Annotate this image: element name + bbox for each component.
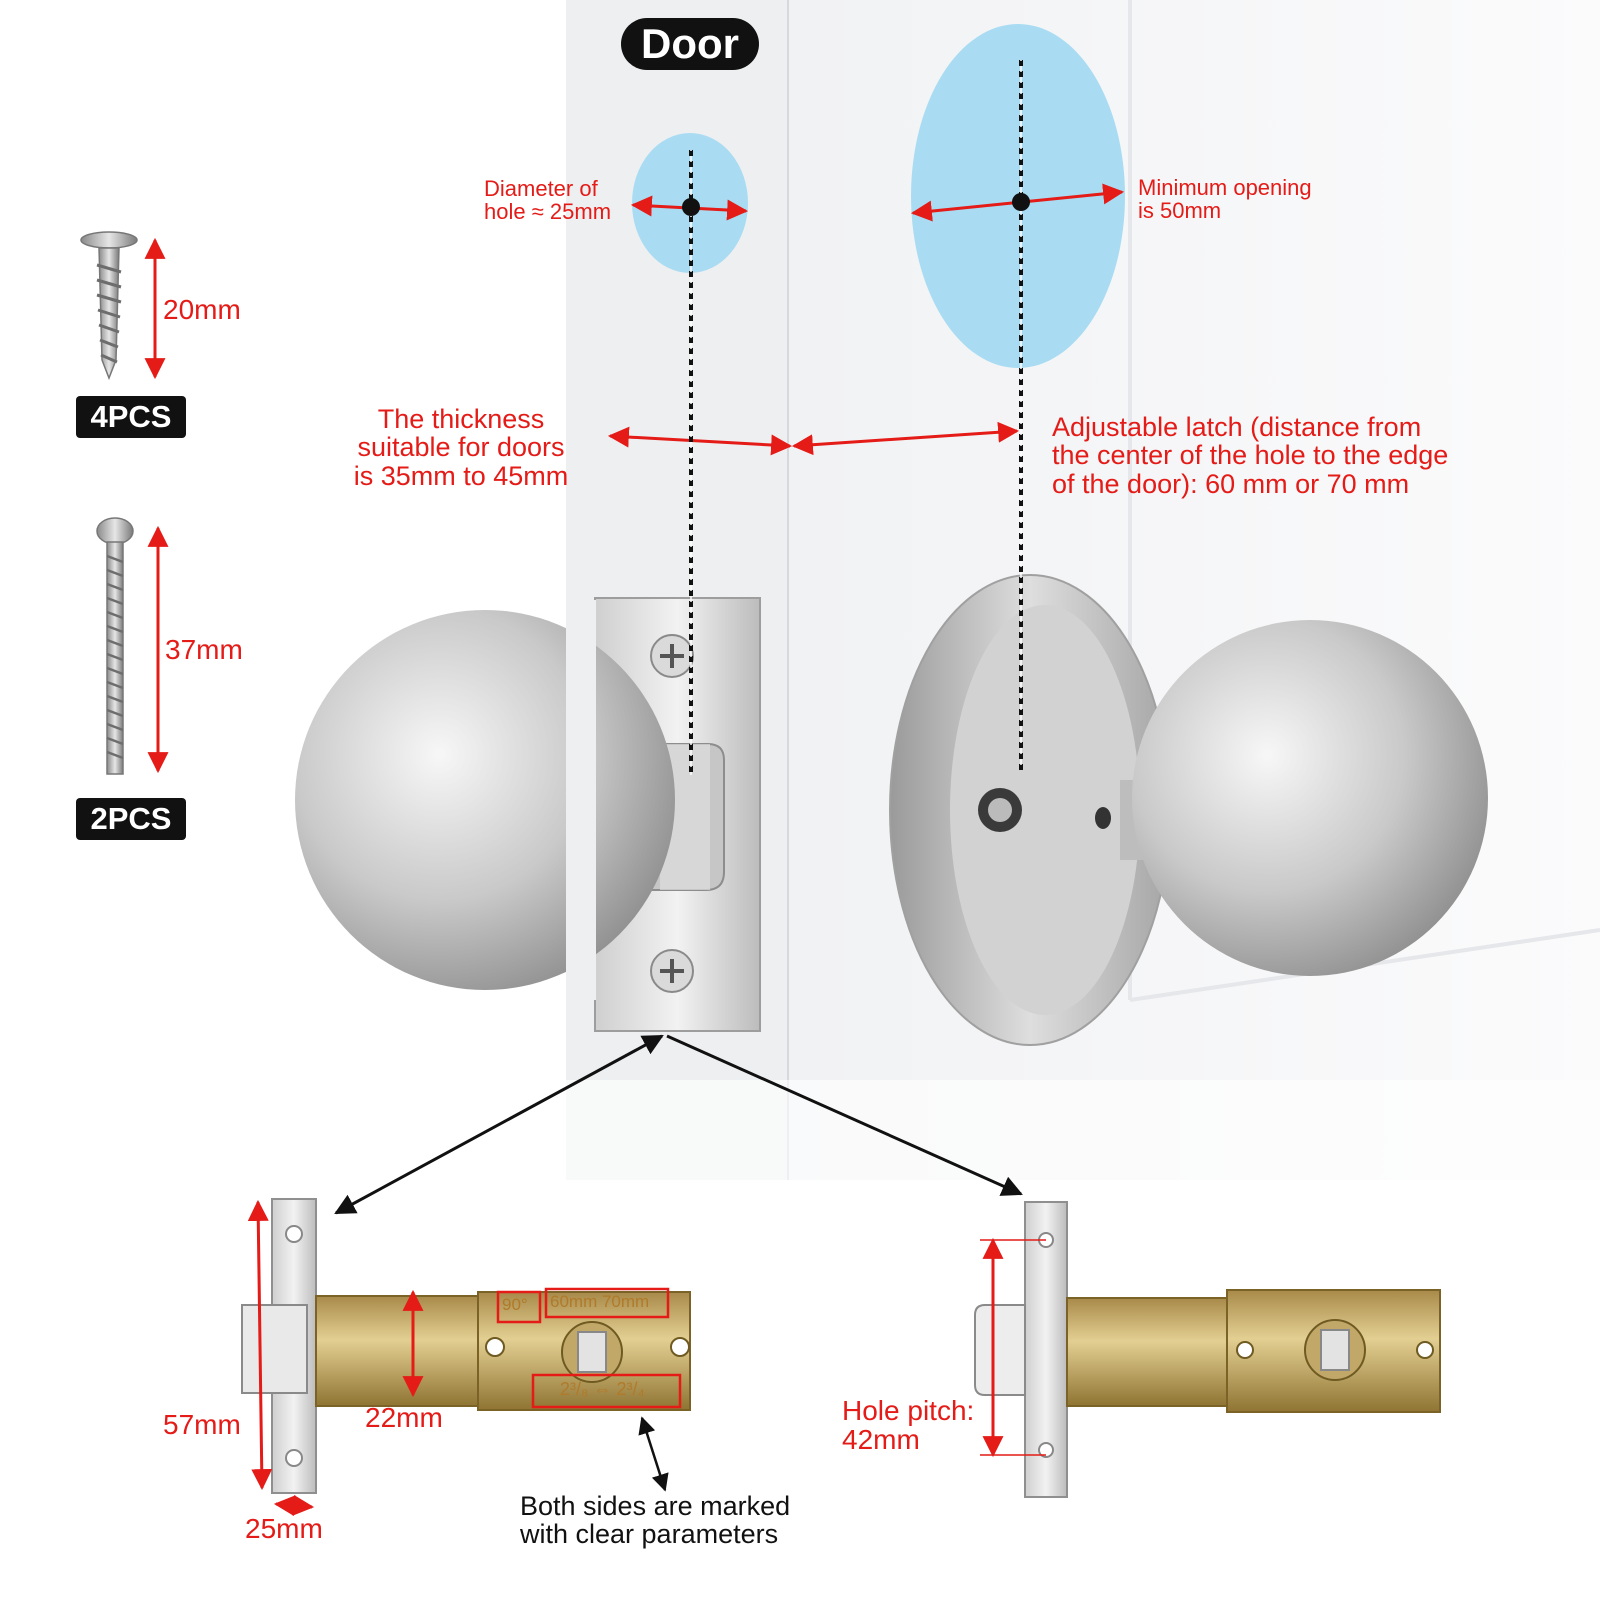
screw-37-length: 37mm [165, 634, 243, 665]
latch-label: Adjustable latch (distance from the cent… [1052, 412, 1449, 499]
wood-screw-icon [80, 231, 138, 381]
door-badge: Door [621, 18, 759, 70]
marked-note: Both sides are marked with clear paramet… [520, 1491, 791, 1550]
latch-left-art [241, 1198, 691, 1494]
thickness-label: The thickness suitable for doors is 35mm… [353, 404, 569, 491]
large-hole-label: Minimum opening is 50mm [1138, 175, 1312, 224]
screw-37-qty-badge: 2PCS [76, 798, 186, 840]
faceplate-width-label: 25mm [245, 1513, 323, 1544]
machine-screw-icon [96, 517, 134, 775]
latch-right-art [974, 1201, 1441, 1498]
screw-20-qty-badge: 4PCS [76, 396, 186, 438]
outside-knob [889, 574, 1488, 1046]
screw-20-length: 20mm [163, 294, 241, 325]
bolt-diameter-label: 22mm [365, 1402, 443, 1433]
small-hole-label: Diameter of hole ≈ 25mm [484, 176, 612, 225]
dimension-lines [144, 60, 1125, 1517]
mark-90-label: 90° [502, 1295, 528, 1314]
mark-bottom-label: 2³/₈ ⇔ 2³/₄ [560, 1379, 645, 1399]
inside-knob [295, 600, 675, 1000]
mark-backset-label: 60mm 70mm [550, 1292, 650, 1311]
latch-height-label: 57mm [163, 1409, 241, 1440]
hole-pitch-label: Hole pitch: 42mm [842, 1395, 975, 1456]
